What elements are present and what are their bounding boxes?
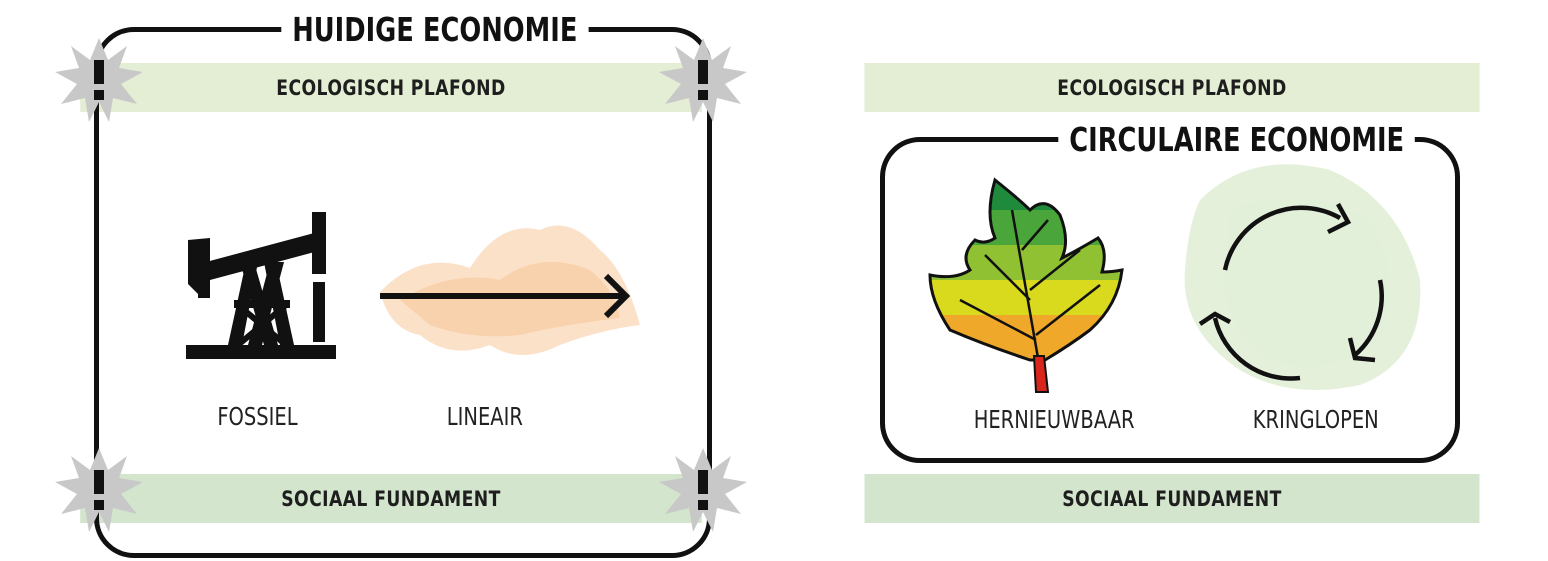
left-ecological-ceiling-band: ECOLOGISCH PLAFOND (80, 63, 702, 112)
right-social-foundation-band: SOCIAAL FUNDAMENT (864, 474, 1480, 523)
right-ecological-ceiling-label: ECOLOGISCH PLAFOND (1057, 75, 1287, 100)
warning-burst-icon (55, 38, 143, 122)
warning-burst-icon (659, 38, 747, 122)
left-panel-title: HUIDIGE ECONOMIE (281, 10, 589, 49)
left-social-foundation-label: SOCIAAL FUNDAMENT (281, 486, 501, 511)
warning-burst-icon (55, 448, 143, 532)
left-ecological-ceiling-label: ECOLOGISCH PLAFOND (276, 75, 506, 100)
cycles-label: KRINGLOPEN (1252, 405, 1379, 434)
right-social-foundation-label: SOCIAAL FUNDAMENT (1062, 486, 1282, 511)
left-social-foundation-band: SOCIAAL FUNDAMENT (80, 474, 702, 523)
warning-burst-icon (659, 448, 747, 532)
linear-label: LINEAIR (446, 402, 523, 431)
right-ecological-ceiling-band: ECOLOGISCH PLAFOND (864, 63, 1480, 112)
right-panel-title: CIRCULAIRE ECONOMIE (1058, 120, 1416, 159)
renewable-label: HERNIEUWBAAR (973, 405, 1135, 434)
fossil-label: FOSSIEL (217, 402, 298, 431)
